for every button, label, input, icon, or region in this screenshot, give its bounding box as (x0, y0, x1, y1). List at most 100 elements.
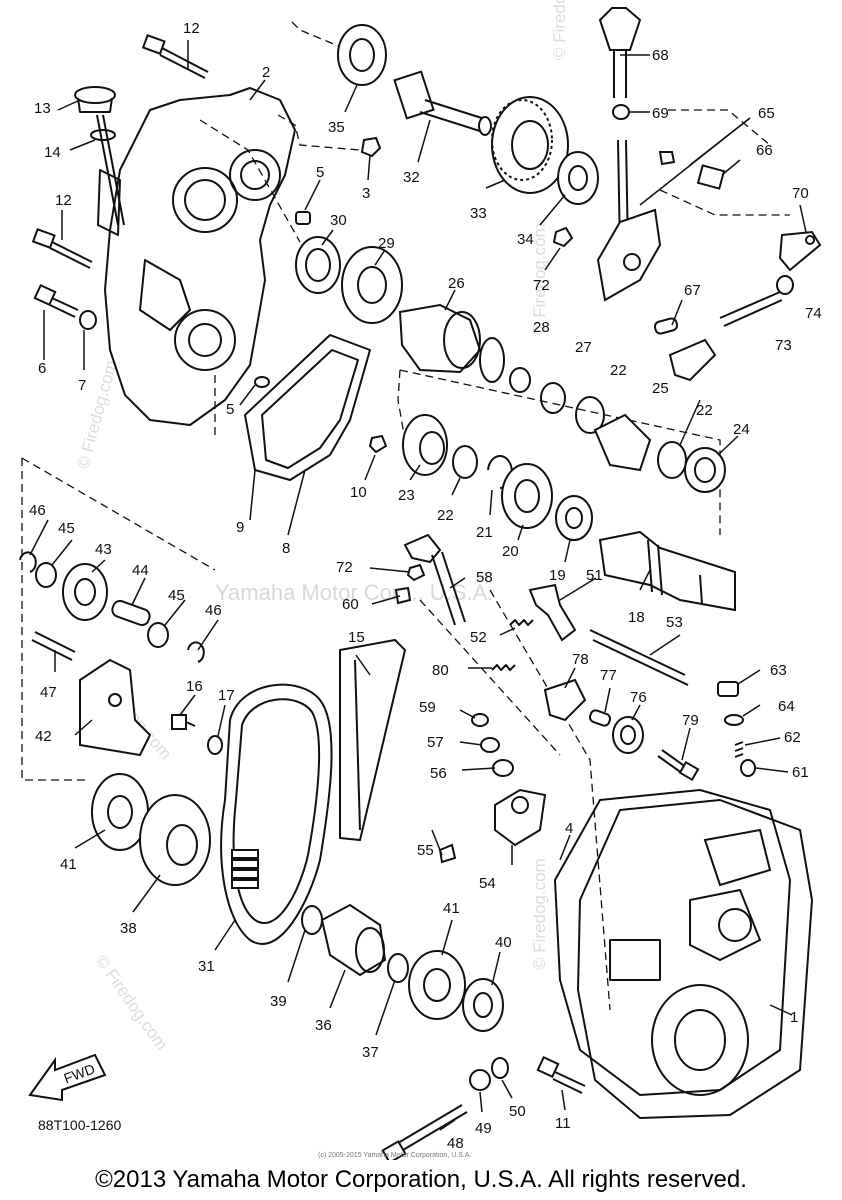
washer-45-left (35, 562, 57, 588)
callout: 63 (770, 662, 787, 679)
shaft-26 (398, 303, 726, 493)
pin-77 (588, 709, 612, 727)
callout: 36 (315, 1017, 332, 1034)
callout: 14 (44, 144, 61, 161)
callout: 11 (555, 1115, 571, 1132)
nut-72-upper (552, 226, 574, 248)
callout: 9 (236, 519, 244, 536)
source-line: (c) 2005-2015 Yamaha Motor Corporation, … (318, 1152, 471, 1159)
callout: 58 (476, 569, 493, 586)
washer-45-right (147, 622, 169, 648)
drive-belt-31 (220, 683, 333, 945)
callout: 65 (758, 105, 775, 122)
callout: 21 (476, 524, 493, 541)
callout: 24 (733, 421, 750, 438)
callout: 15 (348, 629, 365, 646)
screw-60 (394, 586, 412, 605)
callout: 19 (549, 567, 566, 584)
plug-63 (717, 681, 756, 777)
callout: 55 (417, 842, 434, 859)
figure-code: 88T100-1260 (38, 1117, 122, 1133)
callout: 68 (652, 47, 669, 64)
rod-53 (589, 629, 689, 686)
callout: 57 (427, 734, 444, 751)
callout: 7 (78, 377, 86, 394)
callout: 22 (696, 402, 713, 419)
callout: 45 (58, 520, 75, 537)
roller-76 (612, 716, 644, 754)
linkage-65 (596, 139, 726, 302)
callout: 78 (572, 651, 589, 668)
callout: 28 (533, 319, 550, 336)
callout: 51 (586, 567, 603, 584)
callout: 12 (55, 192, 72, 209)
callout: 26 (448, 275, 465, 292)
callout: 17 (218, 687, 235, 704)
callout: 48 (447, 1135, 464, 1152)
shaft-44 (111, 599, 151, 627)
callout: 49 (475, 1120, 492, 1137)
callout: 76 (630, 689, 647, 706)
spring-80 (491, 664, 516, 671)
svg-text:© Firedog.com: © Firedog.com (530, 858, 549, 970)
bearing-34 (557, 151, 599, 205)
gear-38 (139, 794, 211, 886)
bracket-42 (79, 658, 152, 757)
callout: 44 (132, 562, 149, 579)
nut-3 (360, 136, 382, 158)
ring-37 (387, 953, 409, 983)
callout: 61 (792, 764, 809, 781)
leader-lines (29, 40, 807, 1131)
callout: 5 (226, 401, 234, 418)
bolts-12 (31, 34, 209, 269)
callout: 20 (502, 543, 519, 560)
gasket-9 (244, 334, 371, 481)
callout: 42 (35, 728, 52, 745)
callout: 18 (628, 609, 645, 626)
bolt-11 (536, 1055, 586, 1094)
callout: 6 (38, 360, 46, 377)
callout: 74 (805, 305, 822, 322)
callout: 27 (575, 339, 592, 356)
bolt-79 (657, 749, 700, 782)
washer-17 (207, 735, 223, 755)
callout: 4 (565, 820, 573, 837)
callout: 72 (533, 277, 550, 294)
callout: 79 (682, 712, 699, 729)
callout: 60 (342, 596, 359, 613)
shift-fork-51 (528, 583, 577, 642)
exploded-parts-diagram: Yamaha Motor Corp., U.S.A. © Firedog.com… (19, 0, 822, 1160)
callout: 37 (362, 1044, 379, 1061)
gear-23 (402, 414, 448, 476)
fwd-arrow-icon: FWD (28, 1053, 107, 1102)
callout: 69 (652, 105, 669, 122)
bolt-6-washer-7 (33, 283, 97, 330)
callout: 25 (652, 380, 669, 397)
right-case-gasket-4 (554, 789, 791, 1096)
callout: 47 (40, 684, 57, 701)
callout: 54 (479, 875, 496, 892)
callout: 77 (600, 667, 617, 684)
shaft-32 (393, 70, 492, 136)
bearing-20 (501, 463, 553, 529)
callout: 8 (282, 540, 290, 557)
bearing-35 (337, 24, 387, 86)
callout: 66 (756, 142, 773, 159)
seal-19 (555, 495, 593, 541)
callout: 41 (60, 856, 77, 873)
washer-22 (452, 445, 478, 479)
callout: 33 (470, 205, 487, 222)
callout: 34 (517, 231, 534, 248)
bearing-41-right (408, 950, 466, 1020)
slider-15 (339, 638, 407, 842)
dipstick (74, 86, 125, 226)
callout: 59 (419, 699, 436, 716)
callout: 62 (784, 729, 801, 746)
pin-47 (31, 631, 76, 661)
callout: 30 (330, 212, 347, 229)
callout: 46 (29, 502, 46, 519)
callout: 2 (262, 64, 270, 81)
seal-40 (462, 978, 504, 1032)
rod-end-70 (653, 230, 822, 382)
sprocket-hub-36 (320, 903, 387, 977)
